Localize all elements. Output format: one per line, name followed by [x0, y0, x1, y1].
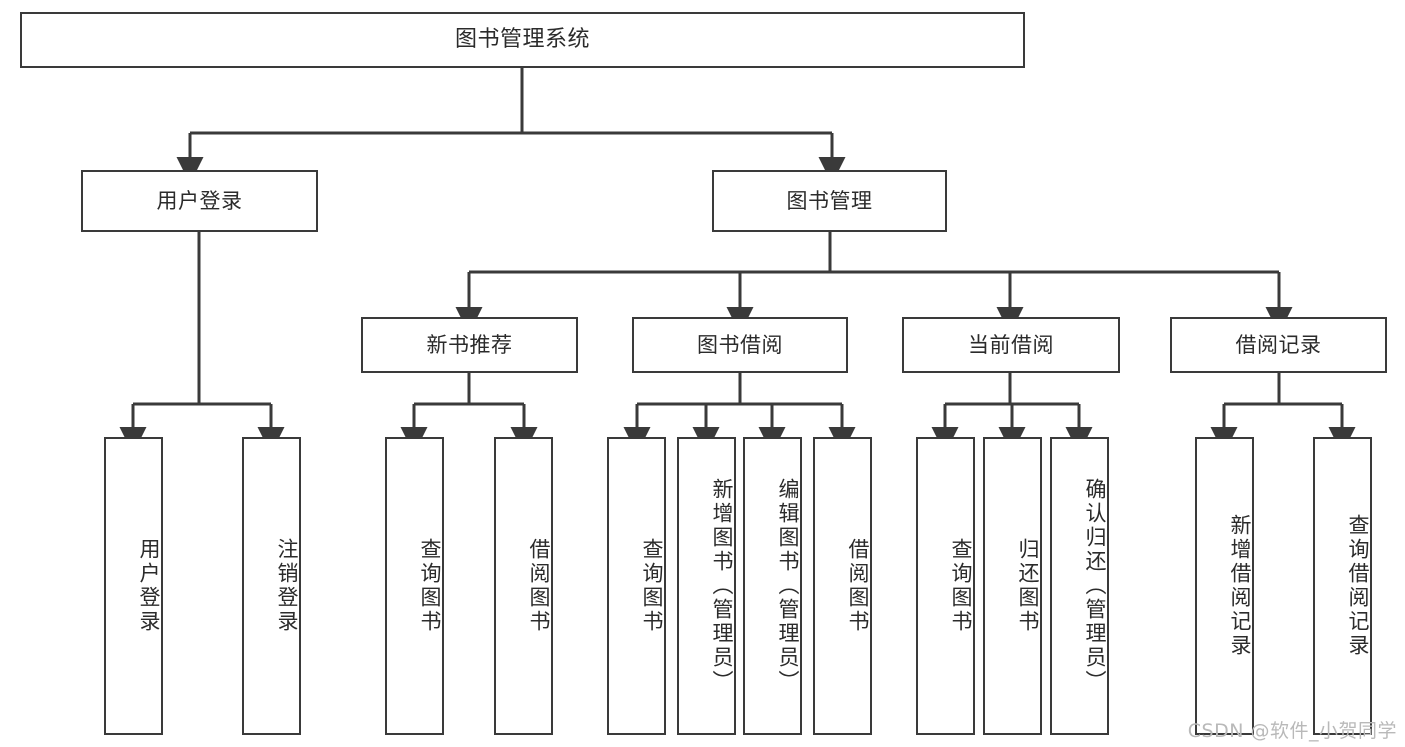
leaf-new-book-query[interactable]: 查询图书 — [385, 437, 444, 735]
node-book-management[interactable]: 图书管理 — [712, 170, 947, 232]
node-label: 新增图书（管理员） — [710, 478, 734, 694]
node-label: 新书推荐 — [426, 332, 513, 357]
node-label: 编辑图书（管理员） — [776, 478, 800, 694]
leaf-book-borrow-query[interactable]: 查询图书 — [607, 437, 666, 735]
leaf-borrow-record-add[interactable]: 新增借阅记录 — [1195, 437, 1254, 735]
csdn-watermark: CSDN @软件_小贺同学 — [1187, 720, 1397, 742]
node-label: 用户登录 — [137, 538, 161, 634]
node-label: 查询借阅记录 — [1346, 514, 1370, 658]
node-root-system[interactable]: 图书管理系统 — [20, 12, 1025, 68]
leaf-current-borrow-return[interactable]: 归还图书 — [983, 437, 1042, 735]
leaf-book-borrow-edit[interactable]: 编辑图书（管理员） — [743, 437, 802, 735]
leaf-book-borrow-borrow[interactable]: 借阅图书 — [813, 437, 872, 735]
node-label: 用户登录 — [156, 188, 243, 213]
leaf-user-login-login[interactable]: 用户登录 — [104, 437, 163, 735]
node-label: 当前借阅 — [968, 332, 1054, 357]
node-label: 查询图书 — [418, 538, 442, 634]
node-label: 借阅图书 — [527, 538, 551, 634]
leaf-borrow-record-query[interactable]: 查询借阅记录 — [1313, 437, 1372, 735]
leaf-current-borrow-confirm-return[interactable]: 确认归还（管理员） — [1050, 437, 1109, 735]
leaf-user-login-logout[interactable]: 注销登录 — [242, 437, 301, 735]
node-book-borrow[interactable]: 图书借阅 — [632, 317, 848, 373]
leaf-book-borrow-add[interactable]: 新增图书（管理员） — [677, 437, 736, 735]
node-label: 借阅图书 — [846, 538, 870, 634]
leaf-new-book-borrow[interactable]: 借阅图书 — [494, 437, 553, 735]
node-label: 确认归还（管理员） — [1083, 478, 1107, 694]
node-label: 图书借阅 — [697, 332, 783, 357]
node-label: 查询图书 — [949, 538, 973, 634]
node-label: 图书管理系统 — [454, 27, 590, 53]
node-label: 注销登录 — [275, 538, 299, 634]
node-borrow-record[interactable]: 借阅记录 — [1170, 317, 1387, 373]
node-label: 借阅记录 — [1235, 332, 1322, 357]
node-label: 查询图书 — [640, 538, 664, 634]
node-user-login[interactable]: 用户登录 — [81, 170, 318, 232]
node-current-borrow[interactable]: 当前借阅 — [902, 317, 1120, 373]
node-label: 新增借阅记录 — [1228, 514, 1252, 658]
node-new-book-recommend[interactable]: 新书推荐 — [361, 317, 578, 373]
node-label: 归还图书 — [1016, 538, 1040, 634]
leaf-current-borrow-query[interactable]: 查询图书 — [916, 437, 975, 735]
node-label: 图书管理 — [786, 188, 873, 213]
